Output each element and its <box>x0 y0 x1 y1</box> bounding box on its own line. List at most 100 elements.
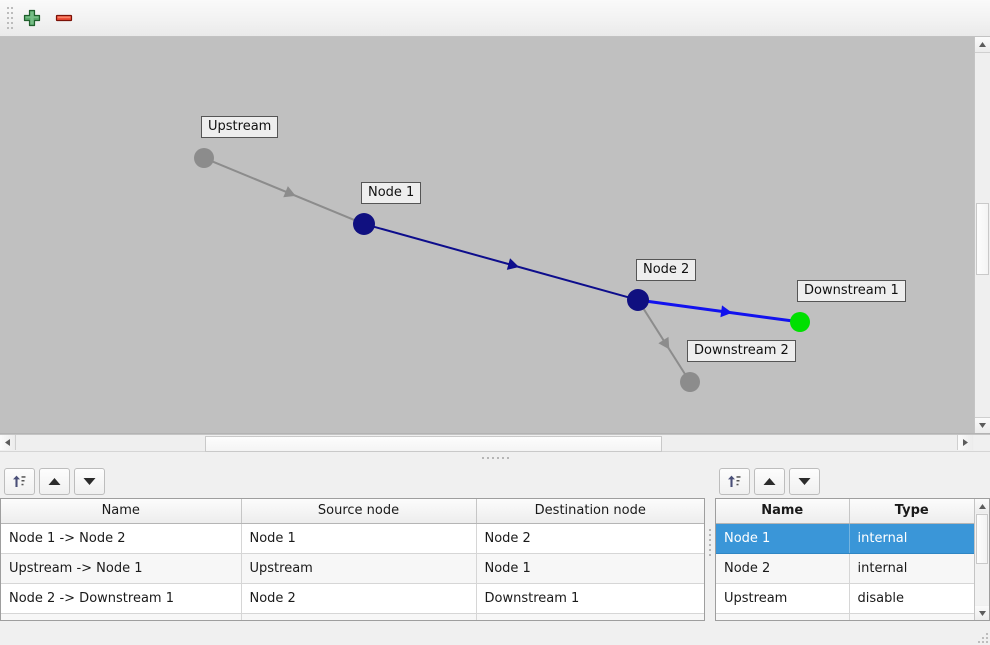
triangle-up-icon <box>763 477 776 485</box>
edge-cell-name: Node 2 -> Downstream 2 <box>1 613 242 620</box>
edge-cell-source: Node 2 <box>241 613 477 620</box>
nodes-panel-toolbar <box>715 464 990 498</box>
splitter-grip-icon <box>481 457 509 459</box>
scroll-up-arrow-icon[interactable] <box>975 37 990 53</box>
node-cell-name: Node 2 <box>716 553 850 584</box>
graph-node-label-downstream2[interactable]: Downstream 2 <box>687 340 796 362</box>
edges-column-destination[interactable]: Destination node <box>476 499 704 524</box>
window-resize-grip[interactable] <box>976 631 988 643</box>
triangle-down-icon <box>83 477 96 485</box>
graph-edge-node2-downstream1[interactable] <box>647 299 792 323</box>
edges-table: Name Source node Destination node Node 1… <box>1 499 704 620</box>
edge-cell-name: Upstream -> Node 1 <box>1 553 242 584</box>
edges-move-up-button[interactable] <box>39 467 70 495</box>
graph-node-upstream[interactable] <box>194 148 214 168</box>
node-cell-type: internal <box>849 523 974 554</box>
graph-node-label-node2[interactable]: Node 2 <box>636 259 697 281</box>
graph-vscroll-thumb[interactable] <box>976 203 989 275</box>
graph-vertical-scrollbar[interactable] <box>974 37 990 433</box>
node-cell-type: downstream <box>849 613 974 620</box>
graph-edge-arrowhead-node2-downstream1 <box>720 305 733 318</box>
splitter-grip-icon <box>709 529 711 556</box>
triangle-down-icon <box>798 477 811 485</box>
edges-sort-button[interactable] <box>4 467 35 495</box>
main-toolbar <box>0 0 990 37</box>
horizontal-splitter[interactable] <box>0 451 990 464</box>
edge-cell-destination: Node 2 <box>476 523 704 554</box>
graph-horizontal-scrollbar[interactable] <box>0 434 990 452</box>
sort-ascending-icon <box>13 475 26 487</box>
graph-node-node2[interactable] <box>627 289 649 311</box>
edge-cell-source: Node 1 <box>241 523 477 554</box>
graph-node-node1[interactable] <box>353 213 375 235</box>
edge-cell-destination: Downstream 2 <box>476 613 704 620</box>
minus-icon <box>55 14 73 22</box>
graph-edge-upstream-node1[interactable] <box>211 160 356 222</box>
edges-move-down-button[interactable] <box>74 467 105 495</box>
status-bar <box>0 621 990 645</box>
nodes-column-type[interactable]: Type <box>849 499 974 524</box>
nodes-scroll-track[interactable] <box>975 514 989 605</box>
edges-table-header-row: Name Source node Destination node <box>1 499 704 524</box>
node-cell-type: disable <box>849 583 974 614</box>
nodes-move-down-button[interactable] <box>789 467 820 495</box>
nodes-scroll-thumb[interactable] <box>976 514 988 564</box>
table-row[interactable]: Downstream 1downstream <box>716 613 974 620</box>
remove-node-button[interactable] <box>48 3 80 33</box>
add-node-button[interactable] <box>16 3 48 33</box>
graph-node-downstream1[interactable] <box>790 312 810 332</box>
edge-cell-source: Upstream <box>241 553 477 584</box>
edges-column-source[interactable]: Source node <box>241 499 477 524</box>
graph-vscroll-track[interactable] <box>975 53 990 417</box>
vertical-splitter[interactable] <box>705 464 715 621</box>
graph-node-label-node1[interactable]: Node 1 <box>361 182 422 204</box>
graph-svg <box>194 148 810 392</box>
graph-edge-node1-node2[interactable] <box>373 225 629 299</box>
edges-table-wrap[interactable]: Name Source node Destination node Node 1… <box>0 498 705 621</box>
graph-edge-arrowhead-upstream-node1 <box>283 186 296 198</box>
edge-cell-destination: Downstream 1 <box>476 583 704 614</box>
edges-panel-toolbar <box>0 464 705 498</box>
nodes-table-scrollbar[interactable] <box>974 499 989 620</box>
edges-column-name[interactable]: Name <box>1 499 242 524</box>
scroll-left-arrow-icon[interactable] <box>0 435 16 450</box>
scrollbar-corner <box>974 435 990 451</box>
graph-edge-arrowhead-node2-downstream2 <box>658 336 670 350</box>
toolbar-drag-handle[interactable] <box>3 7 12 29</box>
nodes-move-up-button[interactable] <box>754 467 785 495</box>
graph-node-label-downstream1[interactable]: Downstream 1 <box>797 280 906 302</box>
nodes-table-header-row: Name Type <box>716 499 974 524</box>
graph-edge-arrowhead-node1-node2 <box>506 258 520 270</box>
nodes-column-name[interactable]: Name <box>716 499 850 524</box>
scroll-right-arrow-icon[interactable] <box>957 435 973 450</box>
node-cell-type: internal <box>849 553 974 584</box>
sort-ascending-icon <box>728 475 741 487</box>
edge-cell-name: Node 2 -> Downstream 1 <box>1 583 242 614</box>
graph-node-downstream2[interactable] <box>680 372 700 392</box>
node-cell-name: Upstream <box>716 583 850 614</box>
scroll-up-arrow-icon[interactable] <box>975 499 989 513</box>
edge-cell-name: Node 1 -> Node 2 <box>1 523 242 554</box>
scroll-down-arrow-icon[interactable] <box>975 417 990 433</box>
graph-hscroll-thumb[interactable] <box>205 436 662 452</box>
nodes-sort-button[interactable] <box>719 467 750 495</box>
triangle-up-icon <box>48 477 61 485</box>
edge-cell-destination: Node 1 <box>476 553 704 584</box>
graph-node-label-upstream[interactable]: Upstream <box>201 116 279 138</box>
scroll-down-arrow-icon[interactable] <box>975 606 989 620</box>
